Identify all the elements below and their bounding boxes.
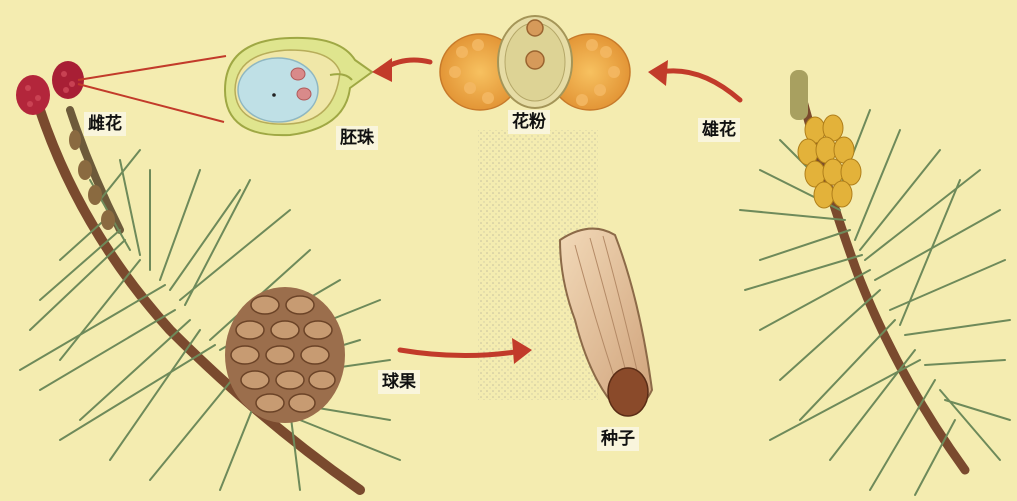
male-shoot-tip <box>790 70 808 120</box>
right-needles <box>740 110 1010 495</box>
label-female-flower: 雌花 <box>84 112 126 136</box>
female-cones <box>16 61 84 115</box>
pollen-nucleus-1 <box>527 20 543 36</box>
pine-cone <box>225 287 345 423</box>
label-ovule: 胚珠 <box>336 126 378 150</box>
right-pine-branch <box>740 70 1010 495</box>
pollen-illustration <box>440 16 630 110</box>
label-seed: 种子 <box>597 427 639 451</box>
label-male-flower: 雄花 <box>698 118 740 142</box>
arrow-pollen-to-ovule <box>372 58 430 82</box>
seed-kernel <box>608 368 648 416</box>
male-cone-cluster <box>790 70 861 208</box>
arrow-male-to-pollen <box>648 60 740 100</box>
egg-nucleus <box>272 93 276 97</box>
archegonium-1 <box>291 68 305 80</box>
label-pollen: 花粉 <box>508 110 550 134</box>
pollen-nucleus-2 <box>526 51 544 69</box>
label-cone: 球果 <box>378 370 420 394</box>
archegonium-2 <box>297 88 311 100</box>
pointer-line-upper <box>78 56 226 80</box>
ovule-illustration <box>225 38 372 135</box>
female-cone-1 <box>16 75 50 115</box>
